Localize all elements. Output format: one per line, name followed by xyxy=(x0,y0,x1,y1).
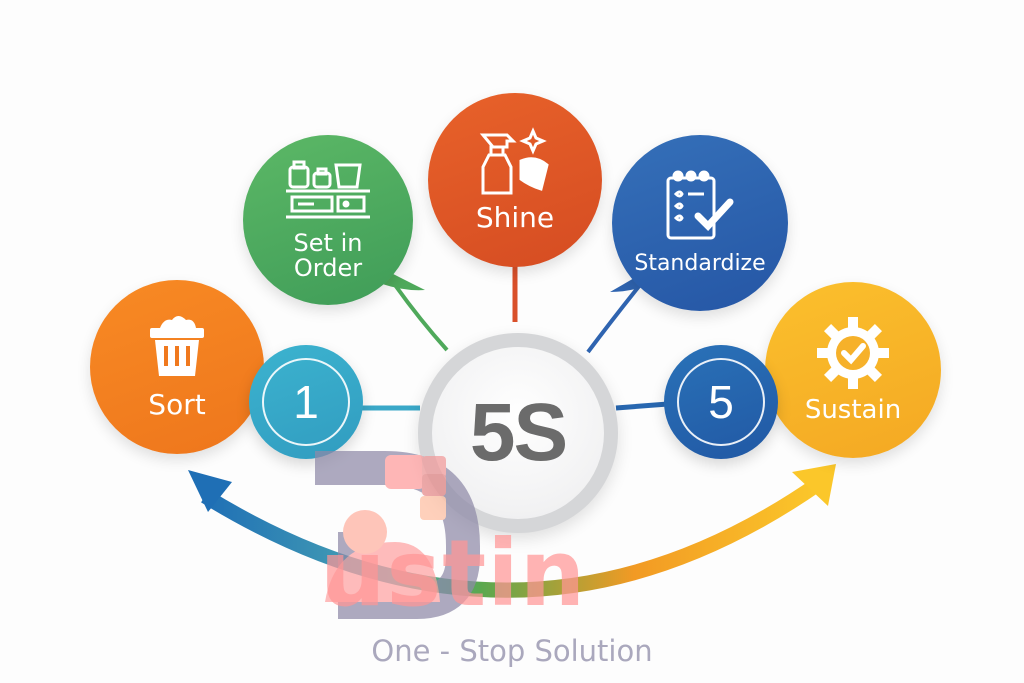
step-label: Sort xyxy=(148,388,206,422)
center-5s-hub: 5S xyxy=(418,333,618,533)
step-label: Sustain xyxy=(804,395,902,426)
basket-icon xyxy=(150,316,204,377)
step-sort[interactable]: Sort xyxy=(90,280,264,454)
step-standardize[interactable]: Standardize xyxy=(612,135,788,311)
spray-bottle-icon xyxy=(479,127,549,195)
arrowhead-left-icon xyxy=(188,470,232,512)
step-set-in-order[interactable]: Set in Order xyxy=(243,135,413,305)
badge-number: 5 xyxy=(676,357,766,447)
step-label: Standardize xyxy=(634,251,766,277)
step-sustain[interactable]: Sustain xyxy=(765,282,941,458)
gear-check-icon xyxy=(817,317,889,390)
checklist-icon xyxy=(666,170,734,240)
watermark-tagline: One - Stop Solution xyxy=(371,634,653,668)
step-shine[interactable]: Shine xyxy=(428,93,602,267)
badge-number-5: 5 xyxy=(664,345,778,459)
watermark-brand: ustin xyxy=(320,520,587,627)
arrowhead-right-icon xyxy=(792,464,836,506)
cycle-arrow xyxy=(201,477,823,598)
step-label: Shine xyxy=(475,201,555,235)
badge-number-1: 1 xyxy=(249,345,363,459)
shelf-icon xyxy=(286,160,370,219)
badge-number: 1 xyxy=(261,357,351,447)
center-title: 5S xyxy=(469,387,568,478)
step-label: Set in Order xyxy=(293,228,363,282)
